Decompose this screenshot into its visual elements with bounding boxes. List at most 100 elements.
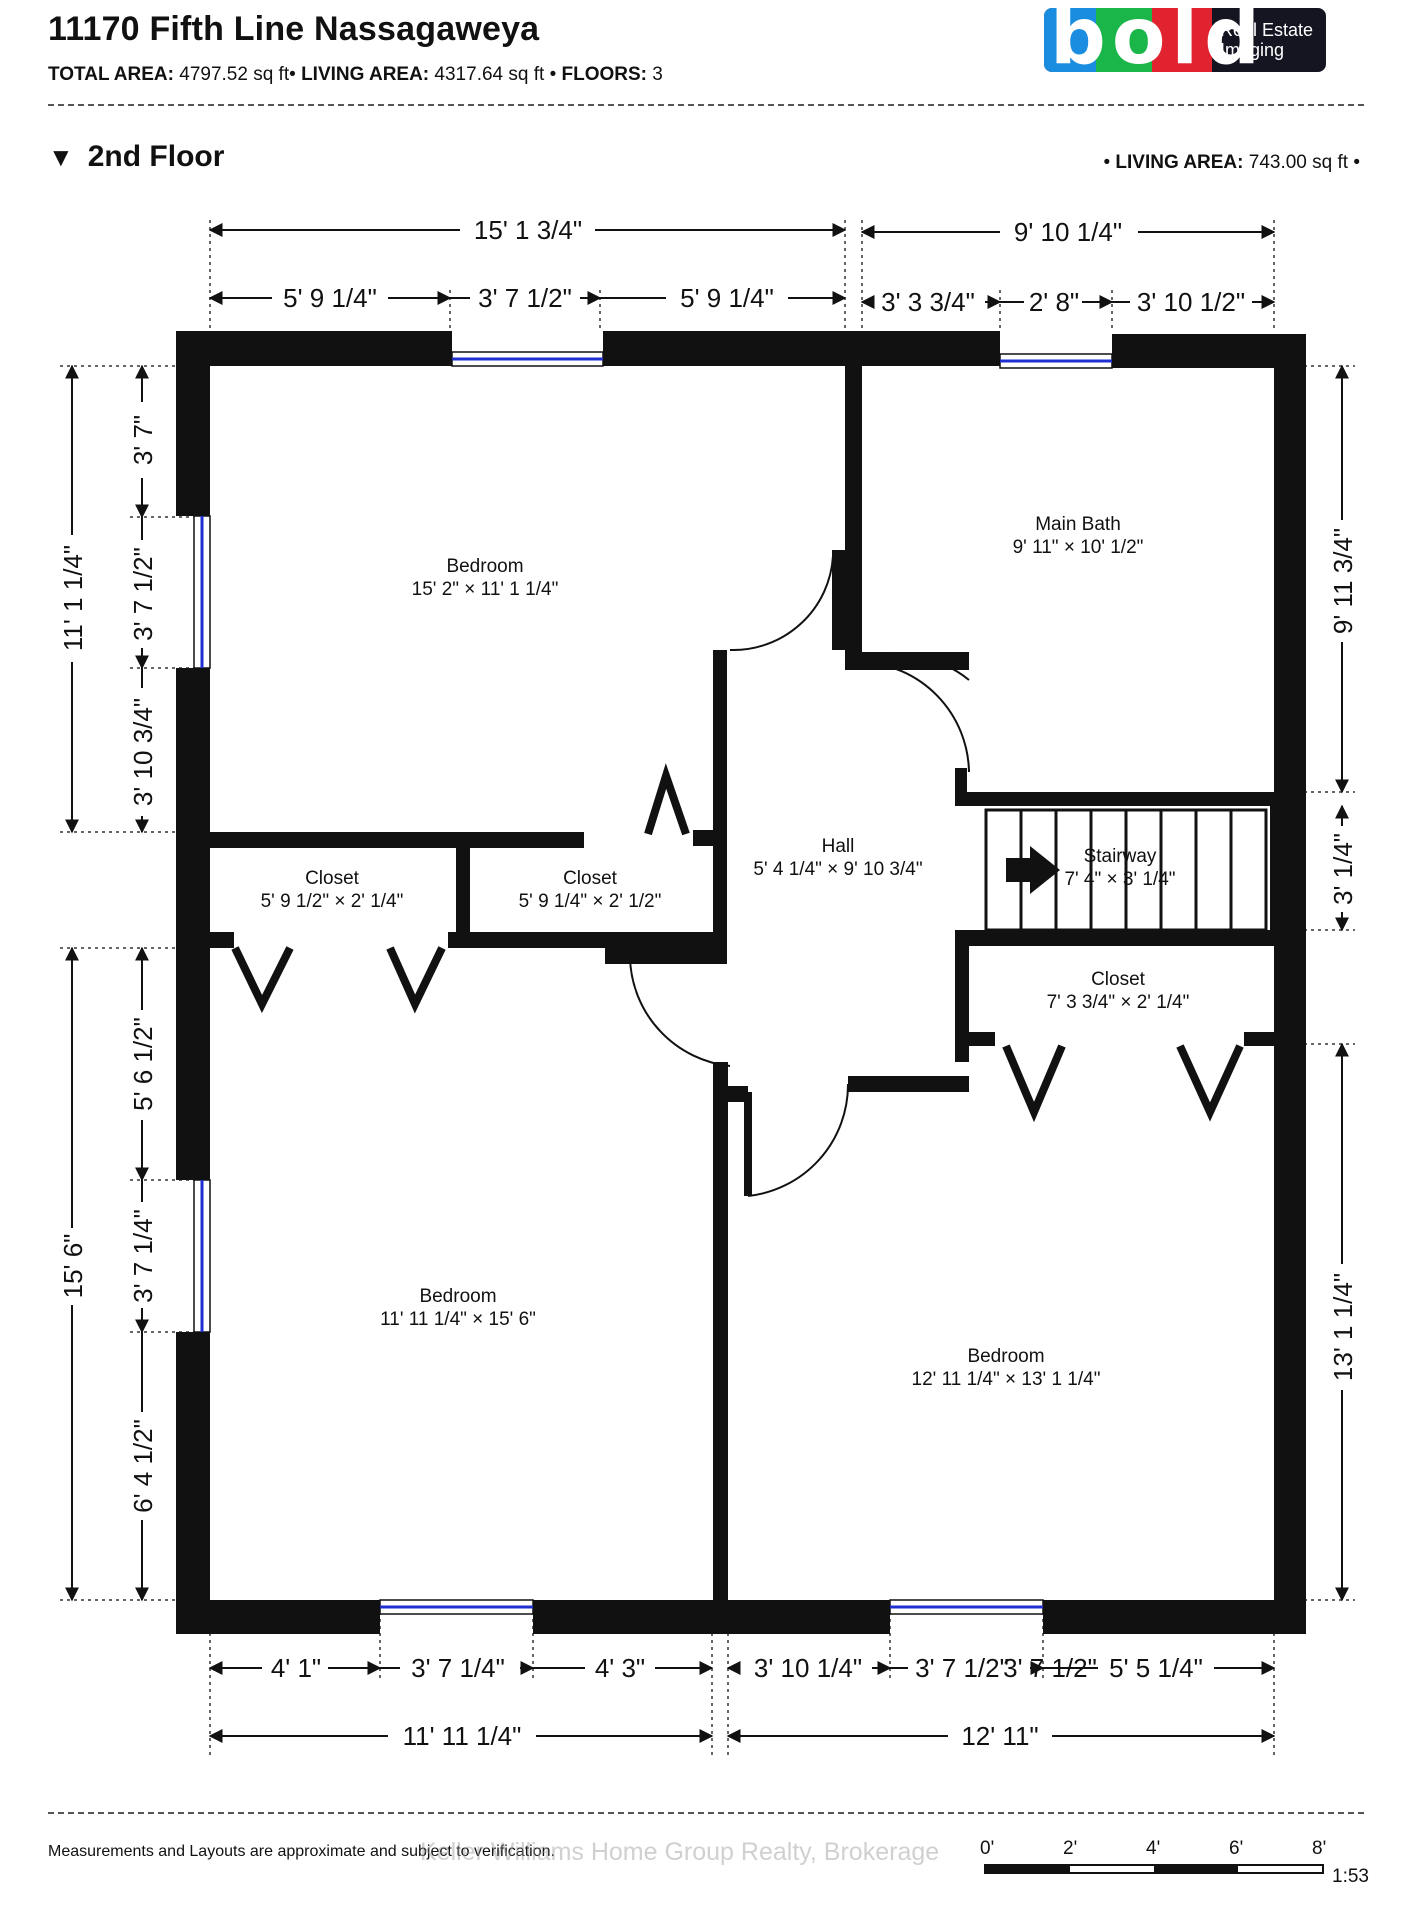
- bottom-divider: [48, 1812, 1364, 1814]
- window-south-east: [889, 1599, 1044, 1615]
- dim-right-lower: 13' 1 1/4": [1328, 1273, 1358, 1381]
- logo-green-block: [1096, 8, 1152, 72]
- north-wall-segment: [1112, 334, 1306, 368]
- dim-left-seg-5: 3' 7 1/4": [128, 1209, 158, 1303]
- window-west-lower: [193, 1179, 211, 1333]
- room-size-bedroom-sw: 11' 11 1/4" × 15' 6": [380, 1309, 536, 1330]
- dim-top-seg-4: 3' 3 3/4": [881, 287, 975, 317]
- room-size-closet-e: 7' 3 3/4" × 2' 1/4": [1047, 992, 1190, 1013]
- room-name-stairway: Stairway: [1084, 846, 1157, 867]
- window-west-upper: [193, 515, 211, 669]
- logo-tagline-line1: Real Estate: [1220, 20, 1314, 40]
- stairway-treads: [984, 808, 1268, 932]
- floors-label: FLOORS:: [561, 64, 648, 85]
- dimension-lines: [65, 223, 1349, 1743]
- bath-door-swing: [861, 654, 970, 681]
- dim-top-seg-3: 5' 9 1/4": [680, 283, 774, 313]
- property-title: 11170 Fifth Line Nassagaweya: [48, 10, 540, 48]
- window-north-west: [451, 351, 604, 367]
- floor-living-area: • LIVING AREA: 743.00 sq ft •: [1103, 152, 1360, 173]
- room-size-bedroom-se: 12' 11 1/4" × 13' 1 1/4": [912, 1369, 1101, 1390]
- separator: •: [549, 64, 557, 85]
- disclaimer-text: Measurements and Layouts are approximate…: [48, 1843, 555, 1860]
- scale-bar: [984, 1864, 1324, 1874]
- living-area-value: 4317.64 sq ft: [434, 64, 545, 85]
- scale-tick-2: 2': [1063, 1838, 1078, 1859]
- west-wall-segment: [176, 1332, 210, 1634]
- interior-walls: [210, 366, 1274, 1632]
- west-wall-segment: [176, 331, 210, 516]
- east-wall: [1274, 334, 1306, 1634]
- floors-value: 3: [652, 64, 663, 85]
- dim-top-overall-left: 15' 1 3/4": [474, 215, 582, 245]
- room-name-closet-c: Closet: [563, 868, 618, 889]
- room-size-stairway: 7' 4" × 3' 1/4": [1064, 869, 1175, 890]
- bedroom-nw-door-swing: [729, 555, 834, 652]
- room-size-main-bath: 9' 11" × 10' 1/2": [1013, 537, 1144, 558]
- floor-living-area-value: 743.00 sq ft: [1248, 152, 1349, 173]
- window-south-west: [379, 1599, 534, 1615]
- north-wall-segment: [176, 331, 452, 366]
- bedroom-se-door-swing: [747, 1083, 850, 1197]
- dim-right-upper: 9' 11 3/4": [1328, 528, 1358, 634]
- room-name-closet-w: Closet: [305, 868, 360, 889]
- separator: •: [289, 64, 296, 85]
- living-area-label: LIVING AREA:: [301, 64, 430, 85]
- dim-bottom-overall-right: 12' 11": [961, 1721, 1038, 1751]
- room-size-bedroom-nw: 15' 2" × 11' 1 1/4": [412, 579, 559, 600]
- total-area-value: 4797.52 sq ft: [179, 64, 290, 85]
- room-name-main-bath: Main Bath: [1035, 514, 1121, 535]
- south-wall-segment: [1043, 1600, 1306, 1634]
- bifold-doors: [231, 763, 1244, 1123]
- room-name-bedroom-sw: Bedroom: [419, 1286, 496, 1307]
- floor-heading[interactable]: ▼2nd Floor: [48, 140, 224, 174]
- room-size-closet-w: 5' 9 1/2" × 2' 1/4": [261, 891, 404, 912]
- logo-tagline-line2: Imaging: [1220, 40, 1285, 60]
- dim-bottom-seg-5b: 3' 7 1/2": [915, 1653, 1009, 1683]
- room-name-hall: Hall: [822, 836, 855, 857]
- room-name-bedroom-se: Bedroom: [967, 1346, 1044, 1367]
- dim-top-seg-5: 2' 8": [1029, 287, 1079, 317]
- top-divider: [48, 104, 1364, 106]
- collapse-triangle-icon[interactable]: ▼: [48, 142, 74, 172]
- doors: [629, 550, 970, 1197]
- dim-bottom-seg-5: 3' 7 1/2": [1003, 1653, 1097, 1683]
- dim-left-overall-lower: 15' 6": [58, 1234, 88, 1299]
- dimension-labels: 15' 1 3/4" 9' 10 1/4" 5' 9 1/4" 3' 7 1/2…: [58, 215, 1358, 1751]
- exterior-walls: [176, 331, 1306, 1634]
- property-stats: TOTAL AREA: 4797.52 sq ft• LIVING AREA: …: [48, 64, 663, 86]
- scale-tick-4: 4': [1146, 1838, 1161, 1859]
- north-wall-segment: [603, 331, 1000, 366]
- dim-left-seg-3: 3' 10 3/4": [128, 698, 158, 806]
- total-area-label: TOTAL AREA:: [48, 64, 174, 85]
- dim-bottom-seg-3: 4' 3": [595, 1653, 645, 1683]
- dim-bottom-seg-6: 5' 5 1/4": [1109, 1653, 1203, 1683]
- logo-letters: bold: [1050, 8, 1266, 72]
- room-size-hall: 5' 4 1/4" × 9' 10 3/4": [753, 859, 922, 880]
- dim-top-seg-2: 3' 7 1/2": [478, 283, 572, 313]
- room-labels: Bedroom 15' 2" × 11' 1 1/4" Main Bath 9'…: [261, 514, 1190, 1390]
- windows: [193, 351, 1113, 1615]
- logo-blue-block: [1044, 8, 1096, 72]
- brokerage-watermark: Keller Williams Home Group Realty, Broke…: [420, 1838, 940, 1866]
- bold-logo: bold Real Estate Imaging: [1044, 8, 1326, 72]
- room-name-bedroom-nw: Bedroom: [446, 556, 523, 577]
- dim-top-seg-6: 3' 10 1/2": [1137, 287, 1245, 317]
- logo-red-block: [1152, 8, 1212, 72]
- dim-top-overall-right: 9' 10 1/4": [1014, 217, 1122, 247]
- scale-ratio: 1:53: [1332, 1866, 1369, 1887]
- dim-bottom-overall-left: 11' 11 1/4": [403, 1721, 522, 1751]
- dim-left-seg-6: 6' 4 1/2": [128, 1419, 158, 1513]
- room-name-closet-e: Closet: [1091, 969, 1146, 990]
- south-wall-segment: [533, 1600, 890, 1634]
- stair-direction-arrow-icon: [1006, 846, 1060, 894]
- scale-tick-0: 0': [980, 1838, 995, 1859]
- scale-tick-8: 8': [1312, 1838, 1327, 1859]
- dim-bottom-seg-2: 3' 7 1/4": [411, 1653, 505, 1683]
- dim-left-seg-4: 5' 6 1/2": [128, 1017, 158, 1111]
- dim-bottom-seg-4: 3' 10 1/4": [754, 1653, 862, 1683]
- dim-right-middle: 3' 1/4": [1328, 833, 1358, 905]
- room-size-closet-c: 5' 9 1/4" × 2' 1/2": [519, 891, 662, 912]
- dim-left-seg-1: 3' 7": [128, 415, 158, 465]
- south-wall-segment: [176, 1600, 380, 1634]
